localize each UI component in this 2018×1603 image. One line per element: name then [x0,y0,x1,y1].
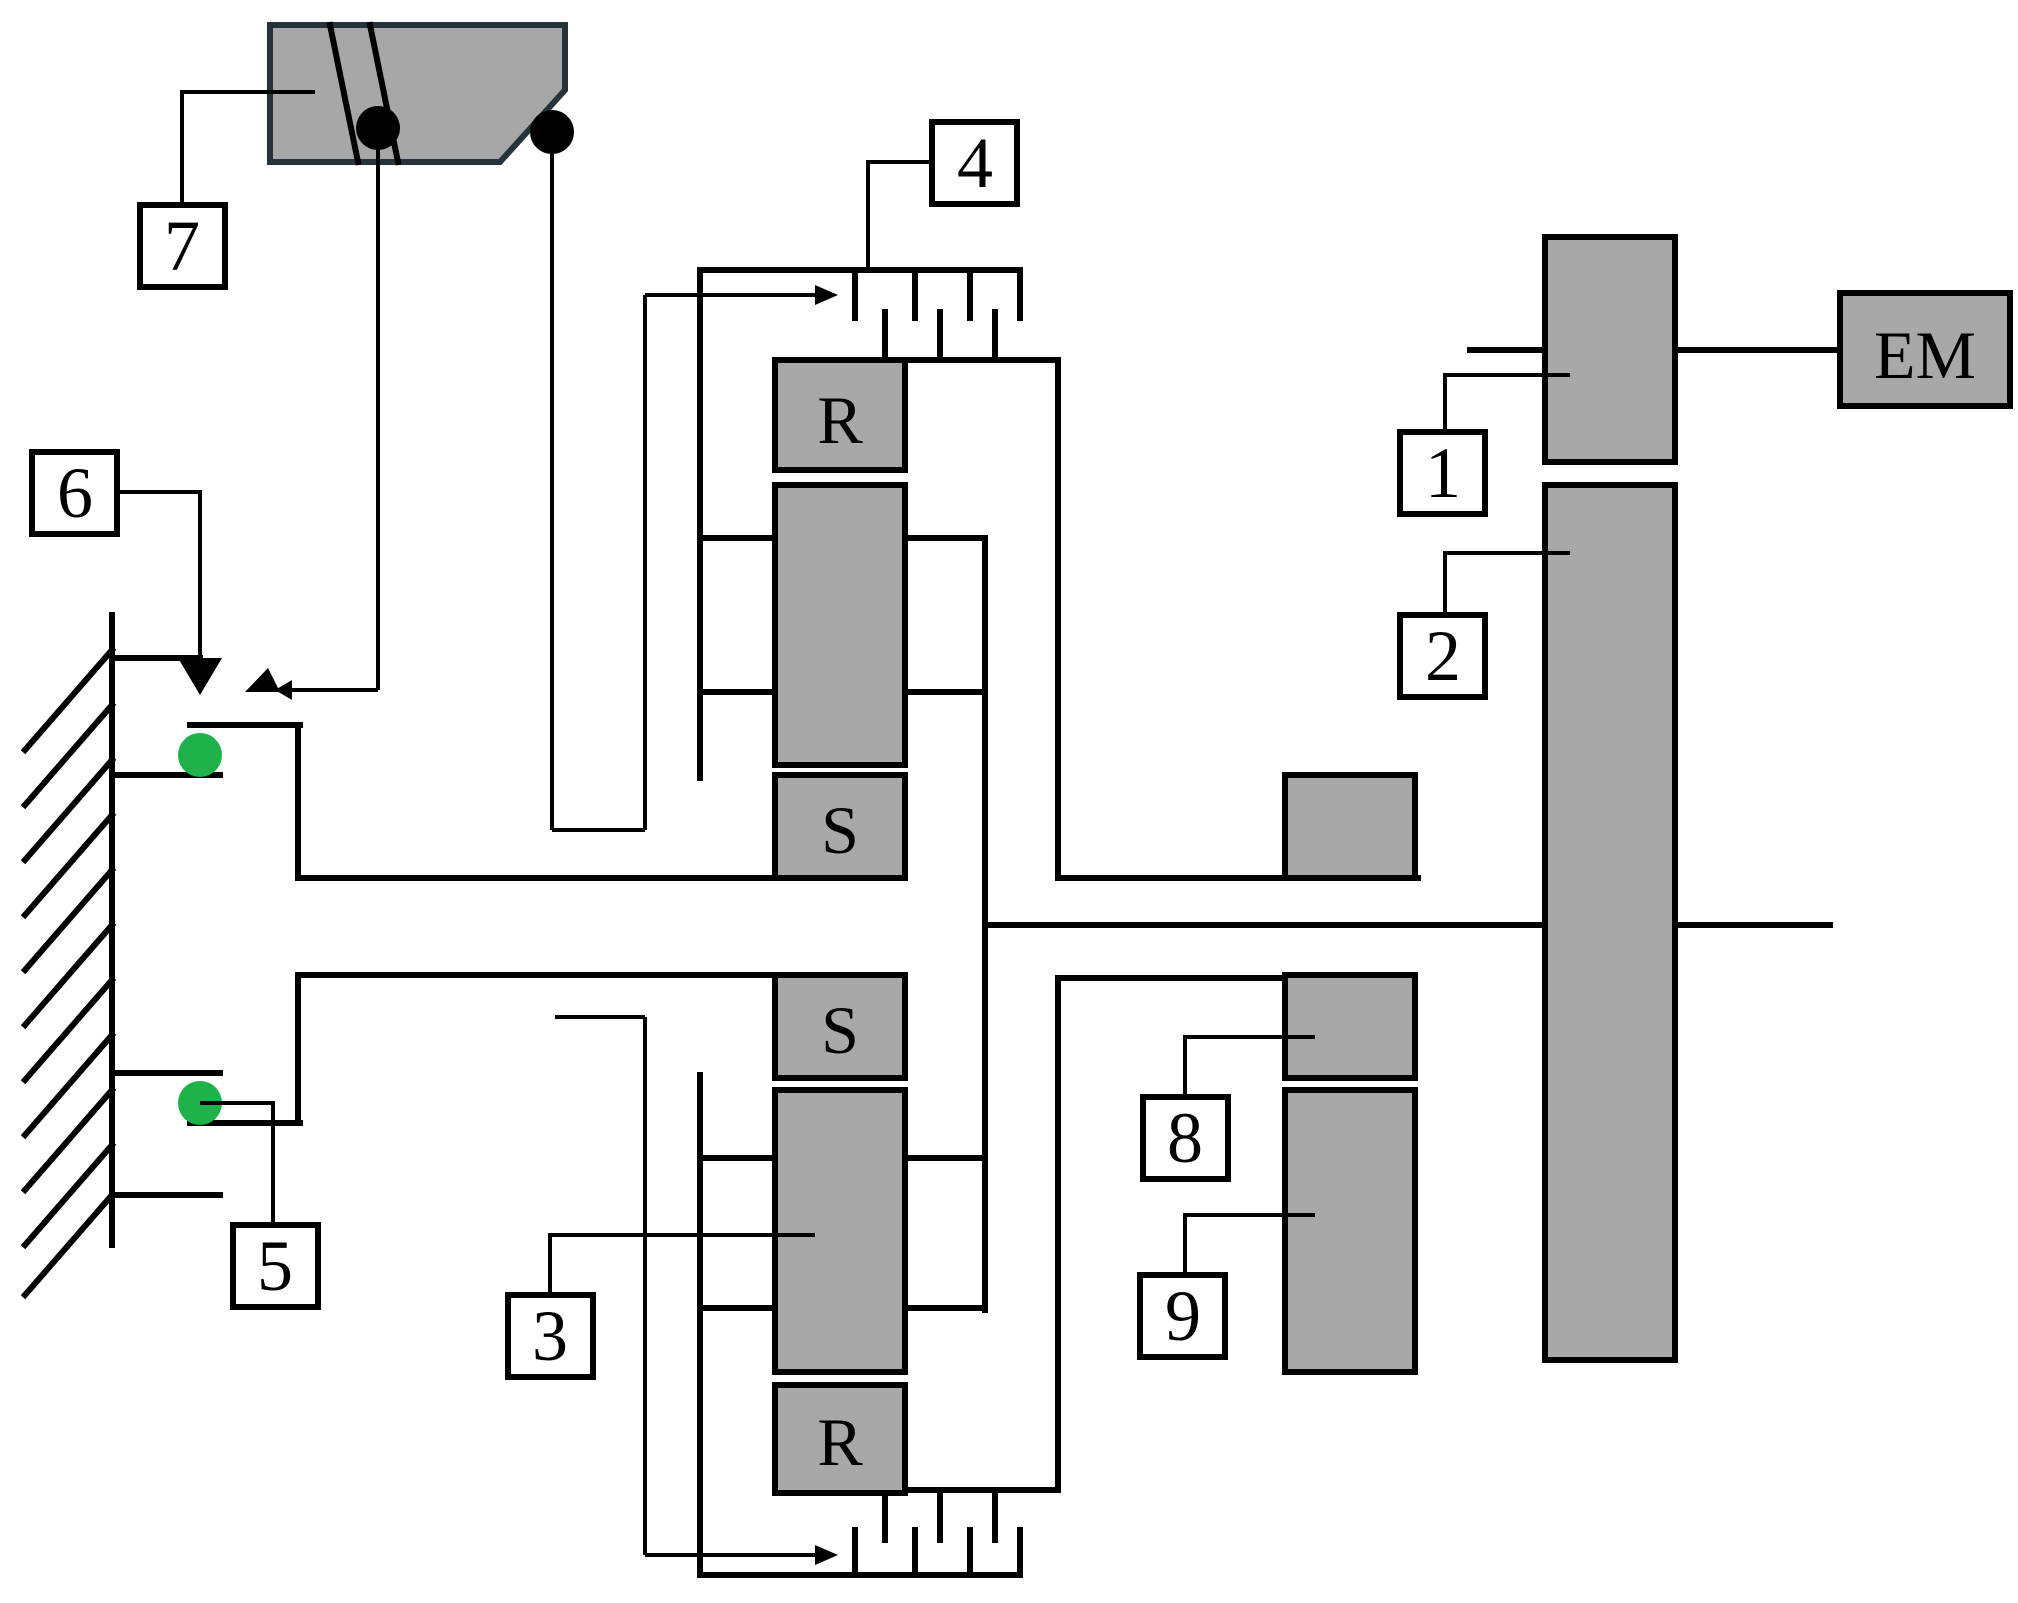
pawl-upper-left [178,658,222,695]
gear-8 [1282,972,1418,1081]
planet-carrier-upper [772,482,908,768]
sun-gear-lower-label: S [821,992,859,1068]
ring-gear-lower-label: R [817,1404,863,1480]
sun-gear-lower: S [772,972,908,1081]
electric-motor-label: EM [1874,317,1976,393]
planet-carrier-lower [772,1087,908,1375]
callout-4-text: 4 [957,123,993,203]
callout-1: 1 [1397,429,1488,517]
shaft-structure [295,267,1843,1578]
actuator [267,21,838,832]
electric-motor: EM [1837,290,2013,409]
brake-assembly [178,658,303,1126]
gear-9 [1282,1087,1418,1375]
ring-gear-upper: R [772,357,908,473]
gear-1 [1542,234,1678,465]
callout-1-text: 1 [1425,433,1461,513]
bearing-upper [178,733,222,777]
sun-gear-upper: S [772,772,908,881]
callout-2: 2 [1397,612,1488,700]
callout-2-text: 2 [1425,616,1461,696]
sun-gear-upper-label: S [821,792,859,868]
callout-6-text: 6 [57,453,93,533]
callout-9-text: 9 [1165,1276,1201,1356]
callout-4: 4 [929,119,1020,207]
clutch-pack-upper [852,267,1023,363]
callout-8-text: 8 [1167,1098,1203,1178]
callout-3: 3 [505,1292,596,1380]
ring-gear-lower: R [772,1382,908,1496]
pawl-upper-right [245,668,280,692]
callout-7: 7 [137,202,228,290]
gear-block-upper [1282,772,1418,881]
callout-5-text: 5 [257,1226,293,1306]
clutch-pack-lower [852,1487,1023,1578]
callout-6: 6 [29,449,120,537]
callout-5: 5 [230,1222,321,1310]
callout-8: 8 [1140,1094,1231,1182]
callout-3-text: 3 [532,1296,568,1376]
leader-lines [116,90,1570,1295]
ring-gear-upper-label: R [817,382,863,458]
callout-7-text: 7 [164,206,200,286]
gear-2 [1542,482,1678,1363]
housing-ground [20,612,223,1300]
callout-9: 9 [1137,1272,1228,1360]
